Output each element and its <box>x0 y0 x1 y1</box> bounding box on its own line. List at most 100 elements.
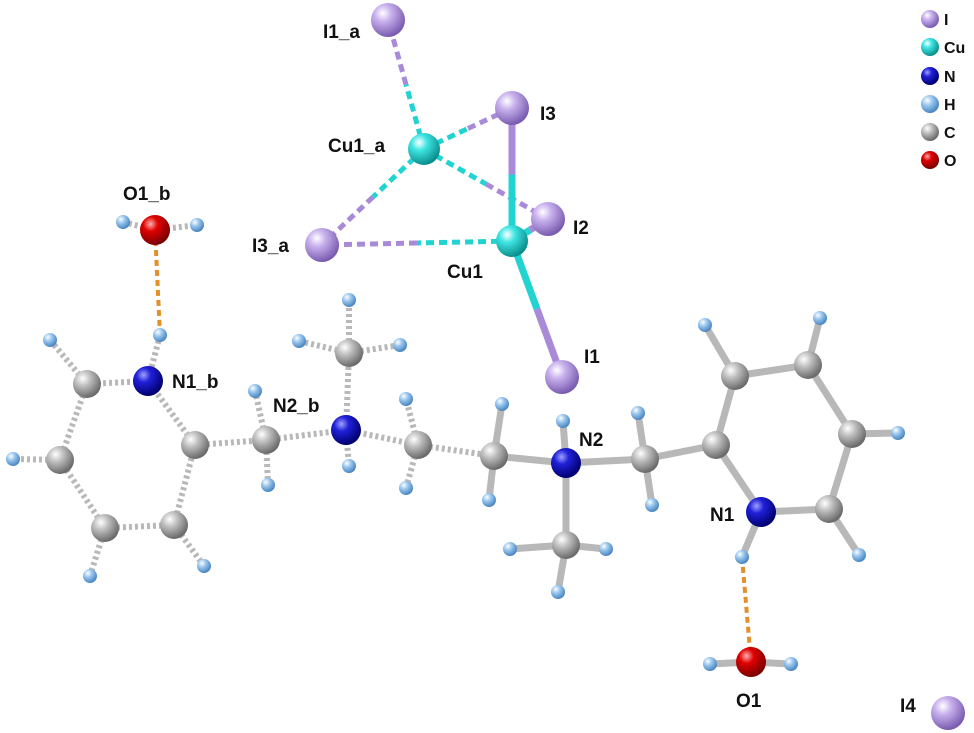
legend: I Cu N H C O <box>921 10 965 170</box>
atom-Ho4 <box>784 657 798 671</box>
atom-O1b <box>140 215 170 245</box>
atom-Ho2 <box>190 218 204 232</box>
atom-Hn2b <box>342 459 356 473</box>
legend-item-O: O <box>921 151 956 170</box>
atom-O1 <box>736 647 766 677</box>
atom-Ho1 <box>116 215 130 229</box>
atom-N2b <box>331 415 361 445</box>
label-I2: I2 <box>573 218 589 239</box>
bonds-layer <box>12 19 899 668</box>
legend-label-I: I <box>944 12 948 29</box>
label-I3: I3 <box>540 104 556 125</box>
atom-H3b <box>6 452 20 466</box>
label-N1_b: N1_b <box>172 372 218 393</box>
label-I1: I1 <box>584 347 600 368</box>
bond-I2-Cu1_a-cu <box>422 146 488 187</box>
legend-swatch-H <box>921 95 939 113</box>
label-I3_a: I3_a <box>252 236 289 257</box>
atom-H8a <box>342 293 356 307</box>
atom-I1_a <box>371 3 405 37</box>
atom-Cu1_a <box>408 133 440 165</box>
atom-C11 <box>552 531 580 559</box>
atom-C12 <box>631 445 659 473</box>
atom-H10a <box>495 397 509 411</box>
atom-C5b <box>160 511 188 539</box>
bond-Hnb-N1b <box>145 334 163 382</box>
legend-item-N: N <box>921 67 956 86</box>
atom-Hn2 <box>556 414 570 428</box>
legend-label-C: C <box>944 125 956 142</box>
legend-label-H: H <box>944 97 956 114</box>
bond-O1b-Hnb <box>153 229 162 336</box>
label-I1_a: I1_a <box>323 22 360 43</box>
atom-H14 <box>698 318 712 332</box>
atom-H2b <box>43 333 57 347</box>
label-N2: N2 <box>579 430 603 451</box>
atom-H16 <box>891 426 905 440</box>
label-I4: I4 <box>900 696 916 717</box>
atom-labels: I1_a I3 Cu1_a I2 I3_a Cu1 I1 O1_b N1_b N… <box>123 22 916 717</box>
atom-C7b <box>252 426 280 454</box>
atom-H11a <box>503 542 517 556</box>
atom-C2b <box>73 370 101 398</box>
legend-item-H: H <box>921 95 956 114</box>
label-O1_b: O1_b <box>123 184 171 205</box>
legend-swatch-I <box>921 10 939 28</box>
label-Cu1_a: Cu1_a <box>328 136 385 157</box>
label-N2_b: N2_b <box>273 396 319 417</box>
atom-I1 <box>545 360 579 394</box>
atom-I2 <box>531 202 565 236</box>
atom-H7a <box>248 384 262 398</box>
atom-I3 <box>495 91 529 125</box>
legend-label-N: N <box>944 69 956 86</box>
atom-H9b <box>399 481 413 495</box>
atom-H12a <box>631 406 645 420</box>
atom-N1 <box>746 497 776 527</box>
atom-C6b <box>181 431 209 459</box>
atom-Ho3 <box>703 657 717 671</box>
atom-H17 <box>852 548 866 562</box>
bond-I1_a-Cu1_a-cu <box>403 83 427 150</box>
atom-C8b <box>335 339 363 367</box>
atom-I4 <box>931 696 965 730</box>
legend-swatch-O <box>921 151 939 169</box>
atom-C14 <box>721 362 749 390</box>
label-N1: N1 <box>710 505 735 526</box>
atom-H10b <box>482 493 496 507</box>
atom-H11c <box>599 542 613 556</box>
atom-Hnb <box>153 328 167 342</box>
atom-H4b <box>83 569 97 583</box>
atom-C3b <box>46 446 74 474</box>
atom-H9a <box>399 392 413 406</box>
legend-swatch-N <box>921 67 939 85</box>
atom-N2 <box>551 448 581 478</box>
atom-C13 <box>702 431 730 459</box>
bond-Hn1-O1 <box>740 556 753 663</box>
atom-H12b <box>645 498 659 512</box>
atom-C17 <box>815 495 843 523</box>
legend-item-C: C <box>921 123 956 142</box>
atoms-layer <box>6 3 965 730</box>
atom-N1b <box>133 366 163 396</box>
legend-label-O: O <box>944 153 956 170</box>
legend-item-I: I <box>921 10 948 29</box>
atom-C9b <box>404 431 432 459</box>
atom-H15 <box>813 311 827 325</box>
atom-C15 <box>794 351 822 379</box>
atom-H8b <box>292 334 306 348</box>
atom-I3_a <box>305 228 339 262</box>
atom-H11b <box>551 585 565 599</box>
atom-H8c <box>393 338 407 352</box>
label-O1: O1 <box>736 691 762 712</box>
atom-H7b <box>261 478 275 492</box>
legend-swatch-Cu <box>921 38 939 56</box>
bond-I3-Cu1_a-cu <box>422 126 470 152</box>
atom-C4b <box>91 514 119 542</box>
atom-Hn1 <box>735 550 749 564</box>
atom-C16 <box>838 420 866 448</box>
atom-Cu1 <box>496 225 528 257</box>
legend-swatch-C <box>921 123 939 141</box>
atom-H5b <box>197 559 211 573</box>
bond-I3_a-Cu1_a-cu <box>371 147 426 199</box>
